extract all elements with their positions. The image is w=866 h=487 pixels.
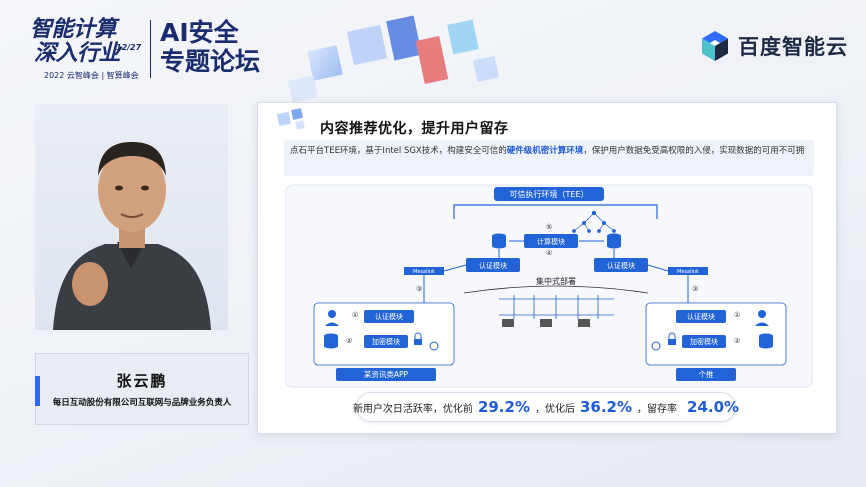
right-auth-module: 认证模块 [687, 312, 715, 321]
result-label-retention: ，留存率 [637, 403, 678, 415]
lock-icon-right [668, 332, 676, 345]
description-highlight: 硬件级机密计算环境 [506, 146, 584, 156]
slide-title: 内容推荐优化，提升用户留存 [320, 121, 509, 137]
result-before-value: 29.2% [477, 398, 530, 416]
database-icon-right [759, 333, 773, 349]
event-subtitle: 2022 云智峰会 | 智算峰会 [44, 71, 139, 80]
center-auth-right-box [594, 258, 648, 272]
database-icon-center-left [492, 233, 506, 249]
result-label-before: 新用户次日活跃率，优化前 [352, 403, 473, 415]
slide-description: 点石平台TEE环境，基于Intel SGX技术，构建安全可信的硬件级机密计算环境… [284, 140, 814, 176]
architecture-diagram: 可信执行环境（TEE） ⑤ ④ 计算模块 认证模块 认证模块 Me [285, 184, 813, 388]
center-auth-left: 认证模块 [479, 261, 507, 270]
center-auth-right: 认证模块 [607, 261, 635, 270]
lock-icon-left [414, 332, 422, 345]
mesalink-right: Mesalink [677, 269, 699, 275]
server-icon [540, 319, 552, 327]
server-icon [502, 319, 514, 327]
compute-module-box [524, 234, 578, 248]
description-text-pre: 点石平台TEE环境，基于Intel SGX技术，构建安全可信的 [290, 146, 507, 156]
result-retention-value: 24.0% [687, 398, 740, 416]
left-auth-box [364, 310, 414, 323]
tee-label-box [494, 187, 604, 201]
gear-icon-right [651, 341, 661, 351]
database-icon-center-right [607, 233, 621, 249]
brand-logo: 百度智能云 [698, 28, 848, 64]
compute-module: 计算模块 [537, 237, 565, 246]
speaker-name-card: 张云鹏 每日互动股份有限公司互联网与品牌业务负责人 [35, 353, 249, 425]
gear-icon-left [429, 341, 439, 351]
step5-label: ⑤ [546, 223, 552, 231]
result-after-value: 36.2% [579, 398, 633, 416]
slide-decoration-icon [276, 108, 305, 130]
cube-logo-icon [702, 31, 728, 61]
speaker-role: 每日互动股份有限公司互联网与品牌业务负责人 [52, 398, 232, 408]
event-title-line2: 深入行业 [34, 41, 121, 66]
right-auth-box [676, 310, 726, 323]
brand-name: 百度智能云 [738, 35, 848, 59]
centralized-servers [499, 295, 614, 319]
step1-left-label: ① [352, 311, 358, 319]
tee-label: 可信执行环境（TEE） [510, 189, 589, 199]
server-icon [578, 319, 590, 327]
left-encrypt-module: 加密模块 [372, 337, 400, 346]
name-accent-bar [35, 376, 40, 406]
event-date: 12/27 [116, 43, 142, 52]
right-encrypt-module: 加密模块 [690, 337, 718, 346]
decorative-cubes [287, 15, 500, 103]
step3-right-label: ③ [692, 285, 698, 293]
left-app-label: 某资讯类APP [364, 369, 409, 379]
step4-label: ④ [546, 249, 552, 257]
right-app-label-box [676, 368, 736, 381]
event-title-line1: 智能计算 [30, 17, 117, 42]
left-encrypt-box [364, 335, 408, 348]
right-encrypt-box [682, 335, 726, 348]
event-topic-line1: AI安全 [160, 18, 239, 47]
database-icon-left [324, 333, 338, 349]
centralized-label: 集中式部署 [536, 276, 576, 286]
user-icon [328, 310, 336, 318]
step2-right-label: ② [734, 337, 740, 345]
speaker-figure [53, 142, 211, 330]
event-topic-line2: 专题论坛 [160, 47, 261, 76]
event-divider [150, 20, 151, 78]
step2-left-label: ② [346, 337, 352, 345]
tree-icon [572, 210, 616, 233]
mesalink-left-box [404, 267, 444, 275]
event-logo: 智能计算 深入行业 12/27 2022 云智峰会 | 智算峰会 AI安全 专题… [24, 16, 269, 88]
speaker-name: 张云鹏 [116, 372, 168, 390]
result-label-after: ，优化后 [534, 403, 575, 415]
left-app-label-box [336, 368, 436, 381]
left-app-panel [313, 302, 455, 366]
mesalink-right-box [668, 267, 708, 275]
user-icon [758, 310, 766, 318]
step3-left-label: ③ [416, 285, 422, 293]
step1-right-label: ① [734, 311, 740, 319]
mesalink-left: Mesalink [413, 269, 435, 275]
presentation-slide: 内容推荐优化，提升用户留存 点石平台TEE环境，基于Intel SGX技术，构建… [257, 102, 837, 434]
speaker-video [35, 104, 228, 330]
left-auth-module: 认证模块 [375, 312, 403, 321]
right-app-label: 个推 [699, 369, 714, 379]
description-text-post: ，保护用户数据免受高权限的入侵，实现数据的可用不可拥 [583, 146, 805, 156]
center-auth-left-box [466, 258, 520, 272]
result-bar: 新用户次日活跃率，优化前 29.2% ，优化后 36.2% ，留存率 24.0% [352, 392, 740, 422]
